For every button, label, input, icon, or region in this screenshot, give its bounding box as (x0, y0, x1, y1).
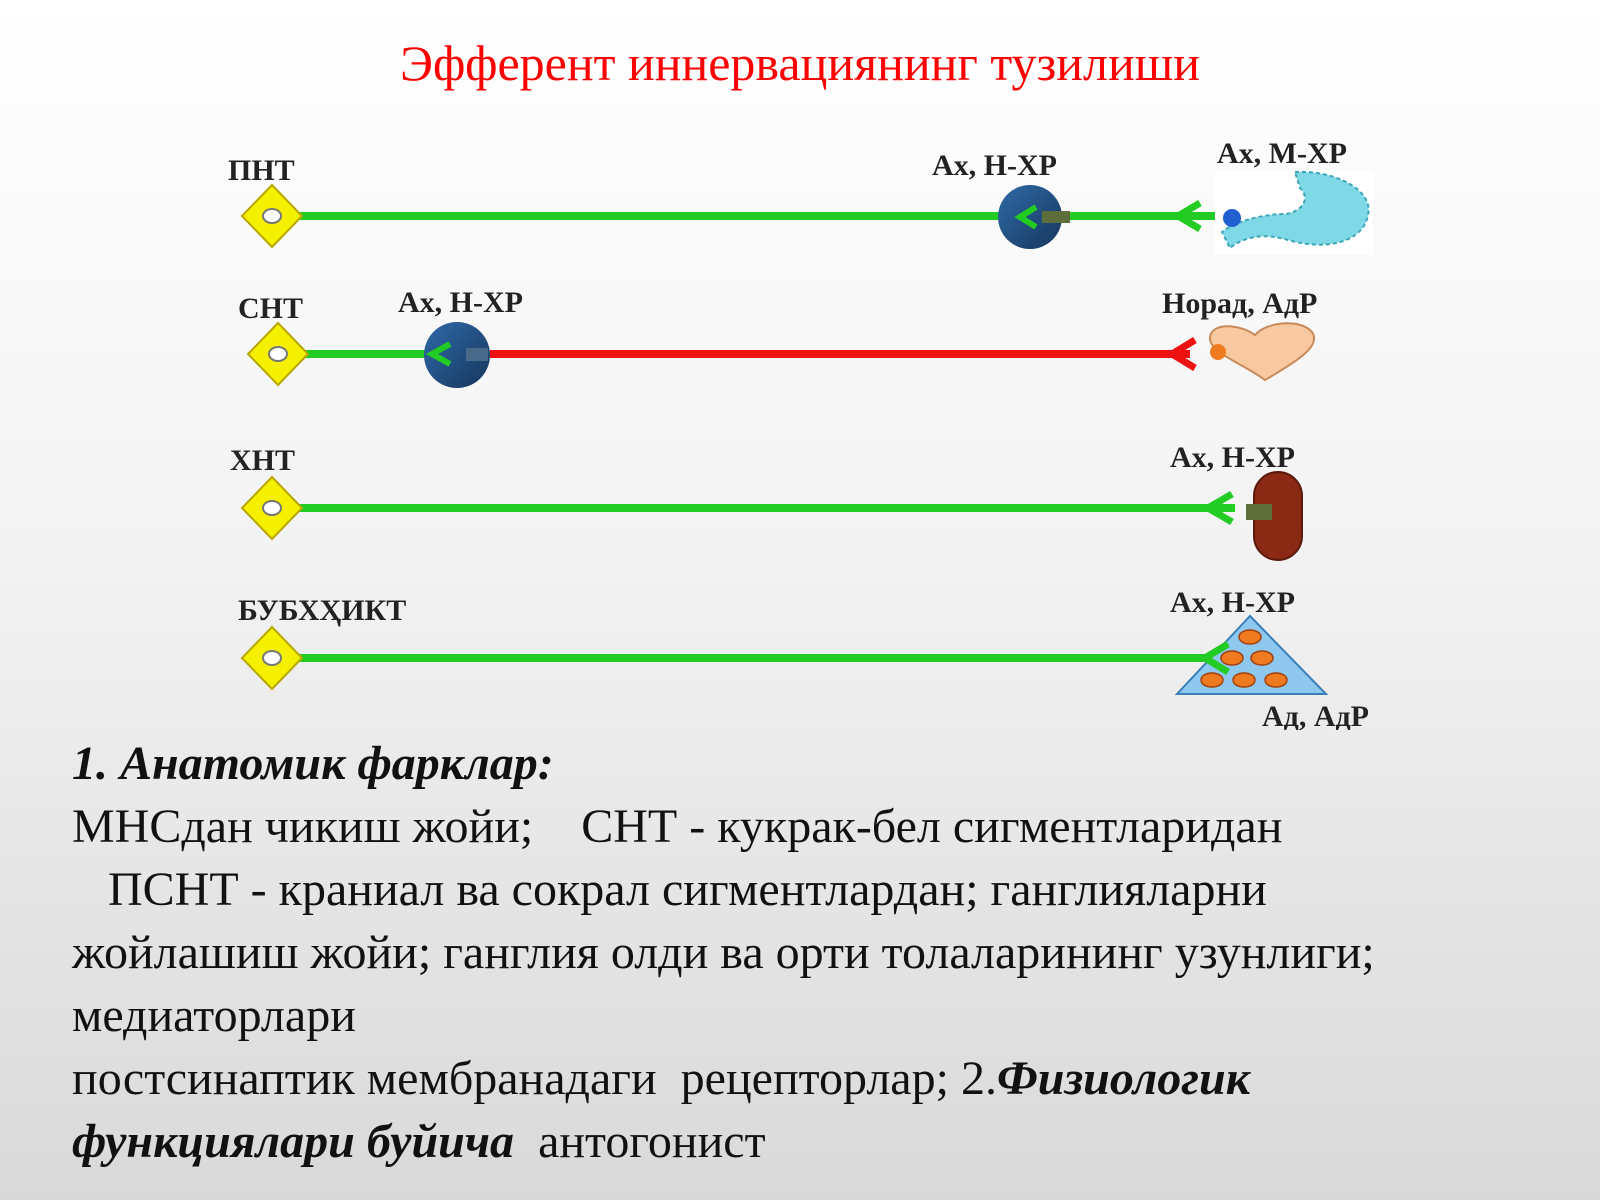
ganglion-label: Ах, Н-ХР (398, 286, 523, 319)
nucleus-icon (240, 475, 304, 541)
ganglion-icon (998, 185, 1070, 249)
row-somatic: ХНТ Ах, Н-ХР (230, 441, 1303, 561)
slide-title: Эфферент иннервациянинг тузилиши (399, 35, 1201, 91)
target-label-secondary: Ад, АдР (1262, 700, 1369, 730)
stomach-icon (1215, 170, 1373, 255)
text-line: МНСдан чикиш жойи; СНТ - кукрак-бел сигм… (72, 800, 1283, 853)
emphasis-text: функциялари буйича (72, 1115, 515, 1168)
synapse-terminal (1165, 337, 1197, 371)
target-label: Ах, Н-ХР (1170, 586, 1295, 619)
row-label: БУБХҲИКТ (238, 594, 406, 627)
text-line: медиаторлари (72, 989, 356, 1042)
text-line: антогонист (514, 1115, 766, 1168)
nucleus-icon (240, 183, 304, 249)
text-line: жойлашиш жойи; ганглия олди ва орти тола… (72, 926, 1375, 979)
muscle-icon (1246, 471, 1303, 561)
text-line: постсинаптик мембранадаги рецепторлар; 2… (72, 1052, 997, 1105)
row-adrenal: БУБХҲИКТ Ах, Н-ХР Ад, АдР (238, 586, 1370, 730)
synapse-terminal (1201, 490, 1234, 526)
body-text: 1. Анатомик фарклар: МНСдан чикиш жойи; … (72, 732, 1552, 1173)
efferent-innervation-diagram: ПНТ Ах, Н-ХР Ах, М-ХР СНТ (228, 137, 1373, 730)
ganglion-label: Ах, Н-ХР (932, 149, 1057, 182)
row-label: ПНТ (228, 154, 295, 187)
row-label: СНТ (238, 292, 303, 325)
section-heading: 1. Анатомик фарклар: (72, 737, 554, 790)
row-label: ХНТ (230, 444, 295, 477)
adrenal-gland-icon (1174, 614, 1329, 695)
row-parasympathetic: ПНТ Ах, Н-ХР Ах, М-ХР (228, 137, 1373, 255)
synapse-terminal (1171, 199, 1202, 233)
emphasis-text: Физиологик (996, 1052, 1251, 1105)
target-label: Ах, М-ХР (1217, 137, 1347, 170)
synapse-terminal (1198, 641, 1230, 675)
target-label: Ах, Н-ХР (1170, 441, 1295, 474)
heart-icon (1209, 322, 1315, 382)
nucleus-icon (246, 321, 310, 387)
text-line: ПСНТ - краниал ва сокрал сигментлардан; … (72, 863, 1267, 916)
ganglion-icon (424, 322, 490, 388)
nucleus-icon (240, 625, 304, 691)
row-sympathetic: СНТ Ах, Н-ХР Норад, АдР (238, 286, 1318, 388)
target-label: Норад, АдР (1162, 287, 1317, 320)
